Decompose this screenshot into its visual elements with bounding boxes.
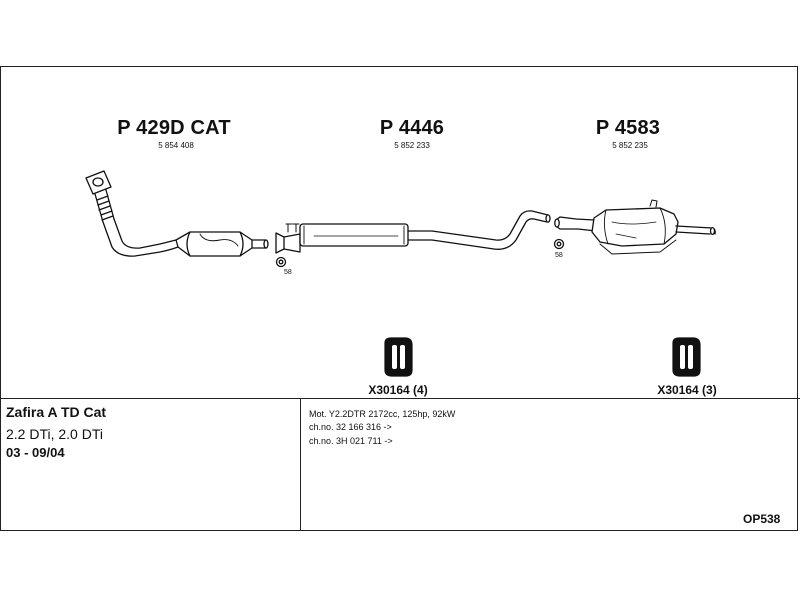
diagram-frame: [0, 66, 798, 531]
spec-chassis-1: ch.no. 32 166 316 ->: [309, 422, 392, 432]
spec-motor: Mot. Y2.2DTR 2172cc, 125hp, 92kW: [309, 409, 456, 419]
vehicle-engines: 2.2 DTi, 2.0 DTi: [6, 426, 103, 442]
part-title-rear-silencer: P 4583: [595, 117, 661, 139]
rear-silencer-drawing: [554, 199, 716, 255]
hanger-size-label-2: 58: [555, 252, 563, 259]
part-number-rear-silencer: 5 852 235: [612, 141, 648, 150]
part-number-middle-silencer: 5 852 233: [394, 141, 430, 150]
clamp-label-2: X30164 (3): [657, 383, 717, 397]
divider-vertical: [300, 398, 301, 531]
hanger-2-drawing: [553, 238, 565, 250]
front-pipe-catalyst-drawing: [85, 170, 269, 257]
vehicle-model: Zafira A TD Cat: [6, 404, 107, 420]
hanger-size-label-1: 58: [284, 269, 292, 276]
hanger-1-drawing: [275, 256, 287, 268]
spec-chassis-2: ch.no. 3H 021 711 ->: [309, 436, 393, 446]
clamp-label-1: X30164 (4): [368, 383, 428, 397]
part-title-catalyst: P 429D CAT: [117, 117, 231, 139]
diagram-code: OP538: [743, 512, 781, 526]
part-title-middle-silencer: P 4446: [379, 117, 445, 139]
vehicle-years: 03 - 09/04: [6, 445, 65, 460]
clamp-x30164-right-drawing: [672, 337, 701, 377]
divider-horizontal: [0, 398, 800, 399]
clamp-x30164-left-drawing: [384, 337, 413, 377]
middle-silencer-drawing: [275, 210, 551, 254]
part-number-catalyst: 5 854 408: [158, 141, 194, 150]
